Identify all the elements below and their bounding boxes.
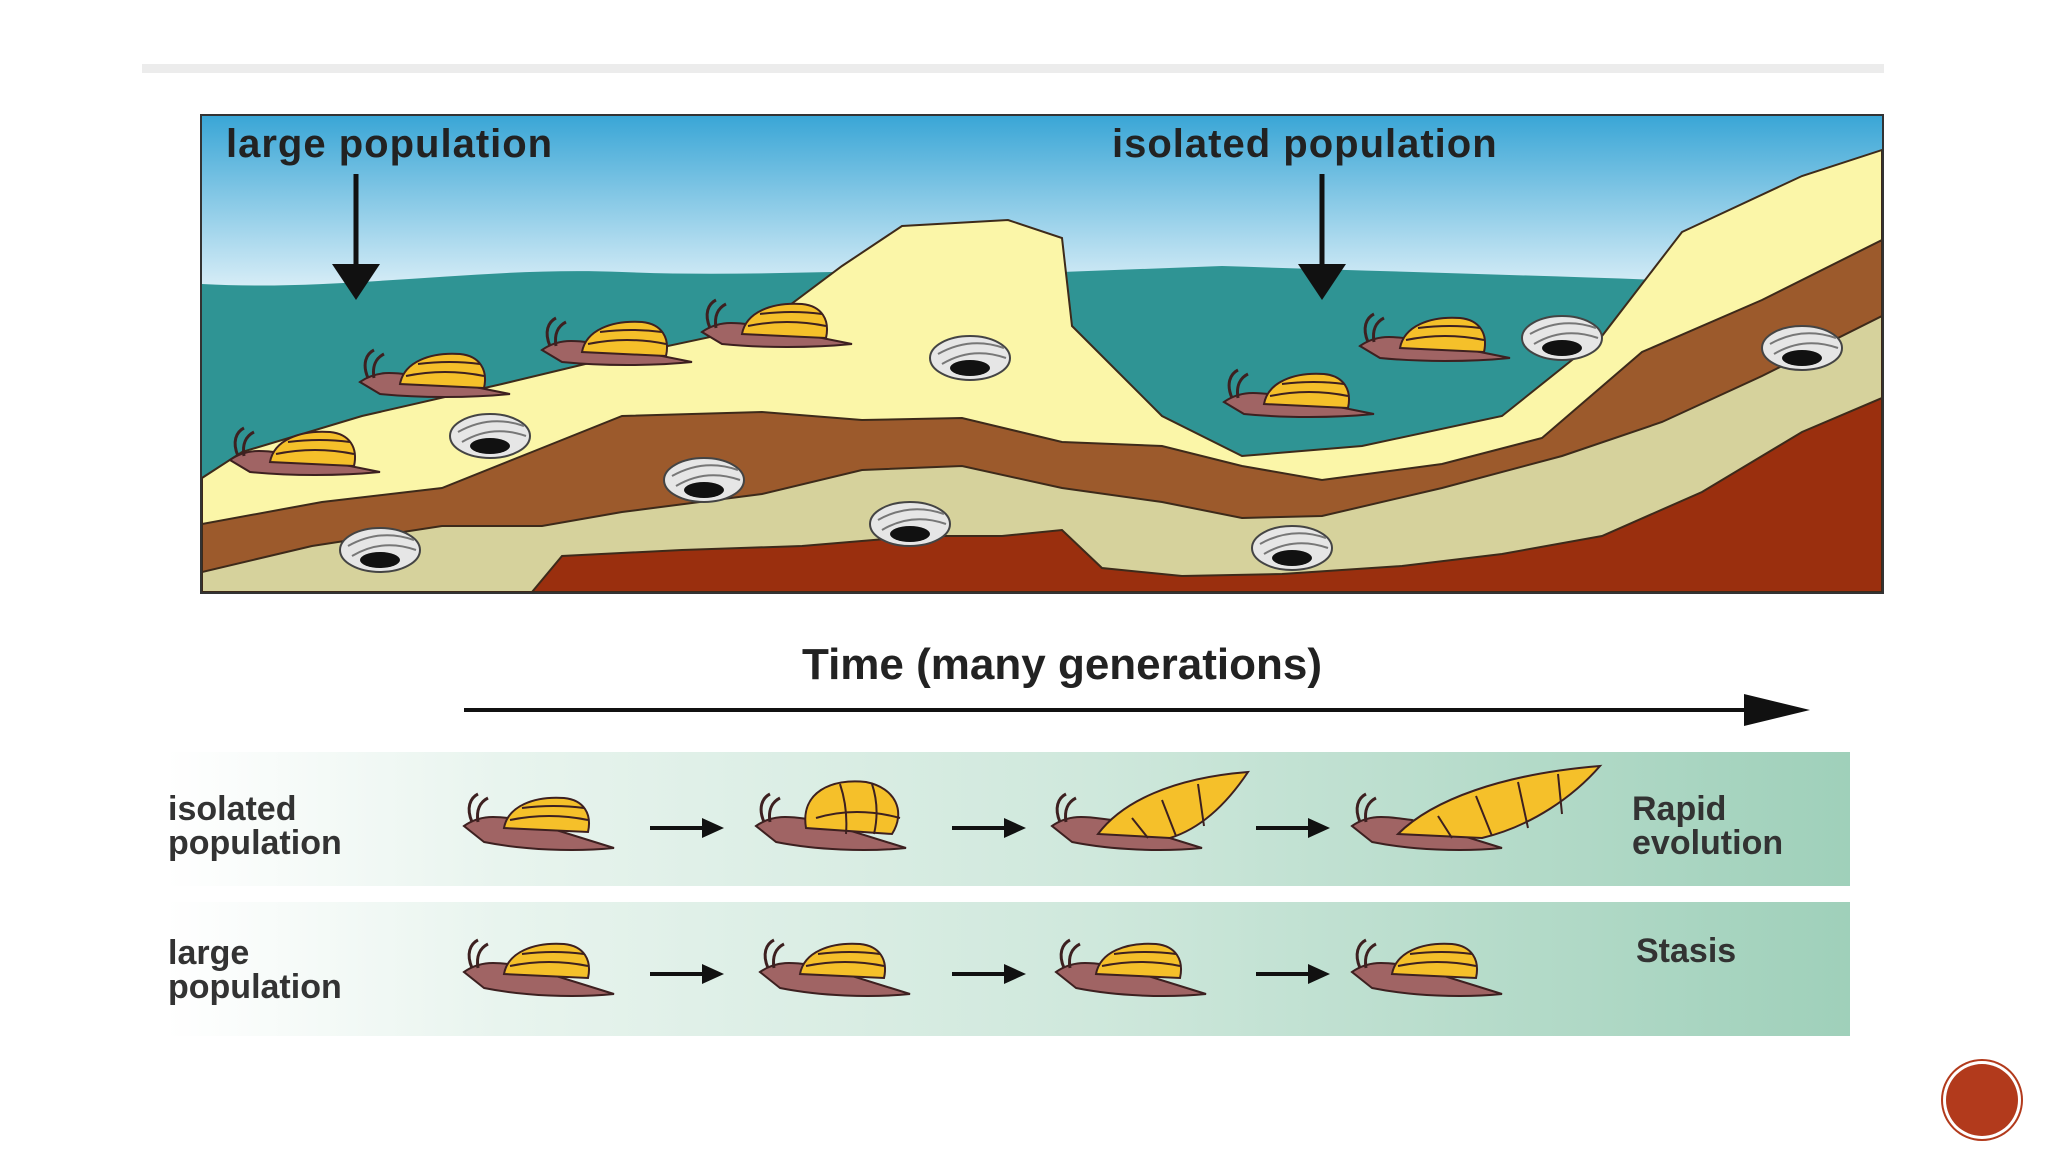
arrow-right-icon: [952, 818, 1026, 838]
snail-icon: [462, 792, 615, 851]
row-label: large population: [168, 936, 342, 1004]
fossil-shell-icon: [663, 457, 745, 503]
comparison-row-isolated: isolated population: [166, 752, 1850, 886]
row-outcome: Stasis: [1636, 934, 1736, 968]
arrow-right-icon: [650, 964, 724, 984]
arrow-down-icon: [332, 174, 380, 300]
row-label-line: population: [168, 968, 342, 1006]
rust-layer: [530, 396, 1882, 592]
cross-section-diagram: large population isolated population: [200, 114, 1884, 594]
snail-icon: [1054, 938, 1207, 997]
snail-sequence: [462, 764, 1603, 851]
scene-label-isolated-population: isolated population: [1112, 122, 1498, 166]
row-label-line: isolated: [168, 790, 297, 828]
slide-nav-button[interactable]: [1946, 1064, 2018, 1136]
fossil-shell-icon: [339, 527, 421, 573]
fossil-shell-icon: [929, 335, 1011, 381]
slide-top-rule: [142, 64, 1884, 73]
cross-section-svg: [202, 116, 1882, 592]
snail-icon: [758, 938, 911, 997]
arrow-down-icon: [1298, 174, 1346, 300]
arrow-right-icon: [1256, 964, 1330, 984]
snail-icon: [462, 938, 615, 997]
arrow-right-icon: [650, 818, 724, 838]
arrow-right-icon: [952, 964, 1026, 984]
snail-icon: [1350, 764, 1603, 851]
fossil-shell-icon: [869, 501, 951, 547]
tan-layer: [202, 314, 1882, 592]
fossil-shell-icon: [1521, 315, 1603, 361]
row-label-line: population: [168, 824, 342, 862]
row-outcome-line: Rapid: [1632, 790, 1727, 828]
fossil-shell-icon: [449, 413, 531, 459]
timeline-label: Time (many generations): [802, 640, 1322, 689]
scene-label-large-population: large population: [226, 122, 554, 166]
row-label-line: large: [168, 934, 250, 972]
fossil-shell-icon: [1251, 525, 1333, 571]
snail-icon: [1050, 770, 1250, 851]
row-label: isolated population: [168, 792, 342, 860]
snail-sequence: [462, 938, 1503, 997]
snail-icon: [1350, 938, 1503, 997]
row-outcome-line: evolution: [1632, 824, 1784, 862]
row-outcome-line: Stasis: [1636, 932, 1737, 970]
row-outcome: Rapid evolution: [1632, 792, 1783, 860]
fossil-shell-icon: [1761, 325, 1843, 371]
comparison-row-large: large population: [166, 902, 1850, 1036]
snail-icon: [754, 780, 907, 851]
arrow-right-icon: [464, 694, 1810, 726]
arrow-right-icon: [1256, 818, 1330, 838]
